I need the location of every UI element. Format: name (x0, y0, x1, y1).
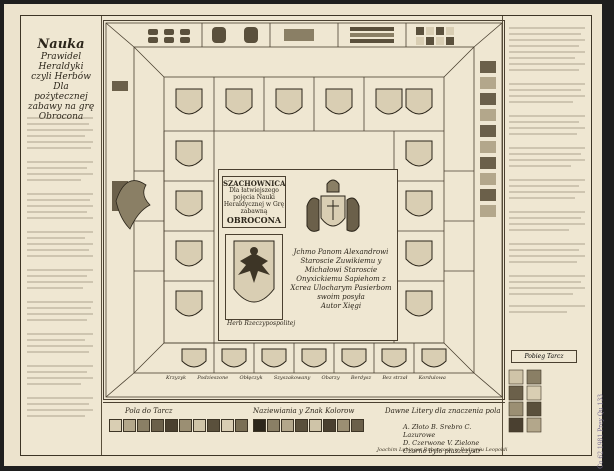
color-d: D. Czerwone (403, 439, 445, 447)
swatch (193, 419, 206, 432)
shield-captions: Krzyzyk Podzieszone Obłęczyk Szyszakowan… (166, 375, 446, 381)
swatch (267, 419, 280, 432)
shield-caption-4: Szyszakowany (273, 375, 311, 381)
eagle-icon (233, 240, 275, 303)
polish-eagle-shield (225, 234, 283, 320)
nazewiska-title: Naziewiania y Znak Kolorow (253, 407, 355, 415)
left-text-column: Nauka Prawidel Heraldyki czyli Herbów Dl… (21, 16, 102, 455)
photo-mat: Nauka Prawidel Heraldyki czyli Herbów Dl… (4, 4, 605, 469)
swatch (137, 419, 150, 432)
author-signature: Autor Xięgi (320, 302, 362, 310)
szachownica-sign: SZACHOWNICA Dla łatwiejszego pojęcia Nau… (222, 176, 286, 228)
nazewiska-swatches (253, 419, 364, 432)
swatch (179, 419, 192, 432)
right-text-lines (509, 27, 585, 313)
library-stamp: Co 62 1981 Prey Qu 133 (598, 394, 605, 469)
shield-caption-5: Obarzy (321, 375, 340, 381)
left-text-lines (27, 117, 93, 417)
sign-obrocona: OBROCONA (226, 215, 282, 225)
color-v: V. Zielone (447, 439, 480, 447)
swatch (165, 419, 178, 432)
swatch (295, 419, 308, 432)
dawne-title: Dawne Litery dla znaczenia pola (385, 407, 501, 415)
engraved-sheet: Nauka Prawidel Heraldyki czyli Herbów Dl… (20, 15, 592, 456)
dedication-text: Jchmo Panom Alexandrowi Staroscie Zuwiki… (289, 248, 393, 311)
dedication-body: Jchmo Panom Alexandrowi Staroscie Zuwiki… (290, 248, 392, 301)
colors-list: A. Złoto B. Srebro C. Lazurowe D. Czerwo… (403, 423, 505, 455)
pobieg-label-box: Pobieg Tarcz (511, 350, 577, 363)
swatch (151, 419, 164, 432)
shield-caption-7: Bez strzał (382, 375, 408, 381)
swatch (323, 419, 336, 432)
swatch (337, 419, 350, 432)
pola-swatches (109, 419, 248, 432)
sign-heading: SZACHOWNICA (223, 179, 286, 188)
title-heading: Nauka (37, 37, 85, 52)
swatch (309, 419, 322, 432)
shield-caption-2: Podzieszone (197, 375, 229, 381)
board-grid (105, 22, 503, 398)
herb-label: Herb Rzeczypospolitej (227, 320, 296, 327)
swatch (281, 419, 294, 432)
color-black: Czarno było piaszczystr (403, 447, 482, 455)
sign-body: Dla łatwiejszego pojęcia Nauki Heraldycz… (223, 187, 285, 215)
swatch (351, 419, 364, 432)
color-b: B. Srebro (430, 423, 463, 431)
pobieg-label: Pobieg Tarcz (524, 353, 564, 360)
title-block: Nauka Prawidel Heraldyki czyli Herbów Dl… (27, 37, 95, 122)
swatch (253, 419, 266, 432)
swatch (123, 419, 136, 432)
color-a: A. Złoto (403, 423, 429, 431)
title-subtitle: Prawidel Heraldyki czyli Herbów Dla poży… (27, 52, 95, 122)
right-pattern-swatches (508, 369, 542, 433)
shield-caption-3: Obłęczyk (239, 375, 263, 381)
shield-caption-1: Krzyzyk (166, 375, 187, 381)
right-text-column: Pobieg Tarcz (502, 16, 591, 455)
printer-imprint: Joachim Lubinger Rubencosie w Radzyniu L… (377, 447, 508, 453)
pola-title: Pola do Tarcz (125, 407, 173, 415)
left-dense-text (27, 112, 95, 432)
color-c: C. Lazurowe (403, 423, 472, 439)
swatch (207, 419, 220, 432)
swatch (235, 419, 248, 432)
legend-strip: Pola do Tarcz Naziewiania y Znak Kolorow (103, 402, 505, 455)
center-panel: SZACHOWNICA Dla łatwiejszego pojęcia Nau… (218, 169, 398, 341)
game-board: SZACHOWNICA Dla łatwiejszego pojęcia Nau… (103, 20, 505, 400)
swatch (109, 419, 122, 432)
shield-caption-8: Kordulowa (418, 375, 446, 381)
sapieha-crest (306, 179, 360, 232)
right-dense-text (509, 22, 587, 322)
shield-caption-6: Berdysz (350, 375, 372, 381)
swatch (221, 419, 234, 432)
